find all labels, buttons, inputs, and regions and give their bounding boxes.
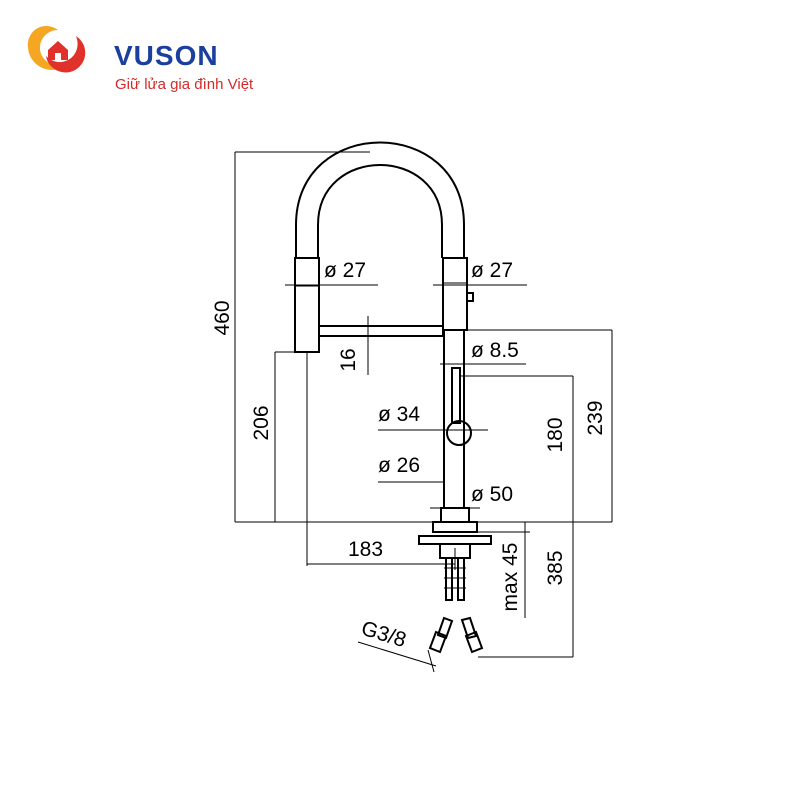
label-hose-end-left: ø 27 (324, 259, 366, 282)
label-arm-height: 239 (584, 400, 607, 435)
label-lever-diameter: ø 8.5 (471, 339, 519, 362)
label-max-thickness: max 45 (499, 543, 522, 612)
label-base-diameter: ø 50 (471, 483, 513, 506)
dimension-labels: 460 206 ø 27 ø 27 16 ø 8.5 ø 34 ø 26 ø 5… (211, 259, 607, 652)
label-spout-arm: 16 (337, 348, 360, 371)
supply-tubes (445, 558, 465, 601)
lever-knob (446, 420, 472, 446)
hose-arch-inner (317, 164, 443, 258)
label-hose-length: 385 (544, 550, 567, 585)
faucet-outline (294, 141, 492, 654)
label-knob-diameter: ø 34 (378, 403, 420, 426)
label-lever-height: 180 (544, 417, 567, 452)
label-body-diameter: ø 26 (378, 454, 420, 477)
fixing-shank (432, 521, 478, 533)
label-spout-height: 206 (250, 405, 273, 440)
spray-button (466, 292, 474, 302)
mounting-plate (418, 535, 492, 545)
brand-logo[interactable]: VUSON Giữ lửa gia đình Việt (18, 16, 258, 92)
brand-name: VUSON (114, 40, 219, 71)
horizontal-arm (318, 325, 444, 337)
brand-tagline: Giữ lửa gia đình Việt (115, 76, 254, 93)
faucet-base (440, 507, 470, 523)
flame-house-icon (27, 26, 86, 73)
right-hose-end (442, 257, 468, 331)
label-hose-end-right: ø 27 (471, 259, 513, 282)
label-thread: G3/8 (359, 617, 409, 652)
left-hose-end (294, 257, 320, 353)
lever (451, 367, 461, 424)
left-hose-connector (436, 616, 454, 640)
label-total-height: 460 (211, 300, 234, 335)
dimension-lines (234, 151, 613, 673)
right-hose-connector (460, 616, 478, 640)
hose-arch-outer (295, 141, 465, 258)
label-reach: 183 (348, 538, 383, 561)
